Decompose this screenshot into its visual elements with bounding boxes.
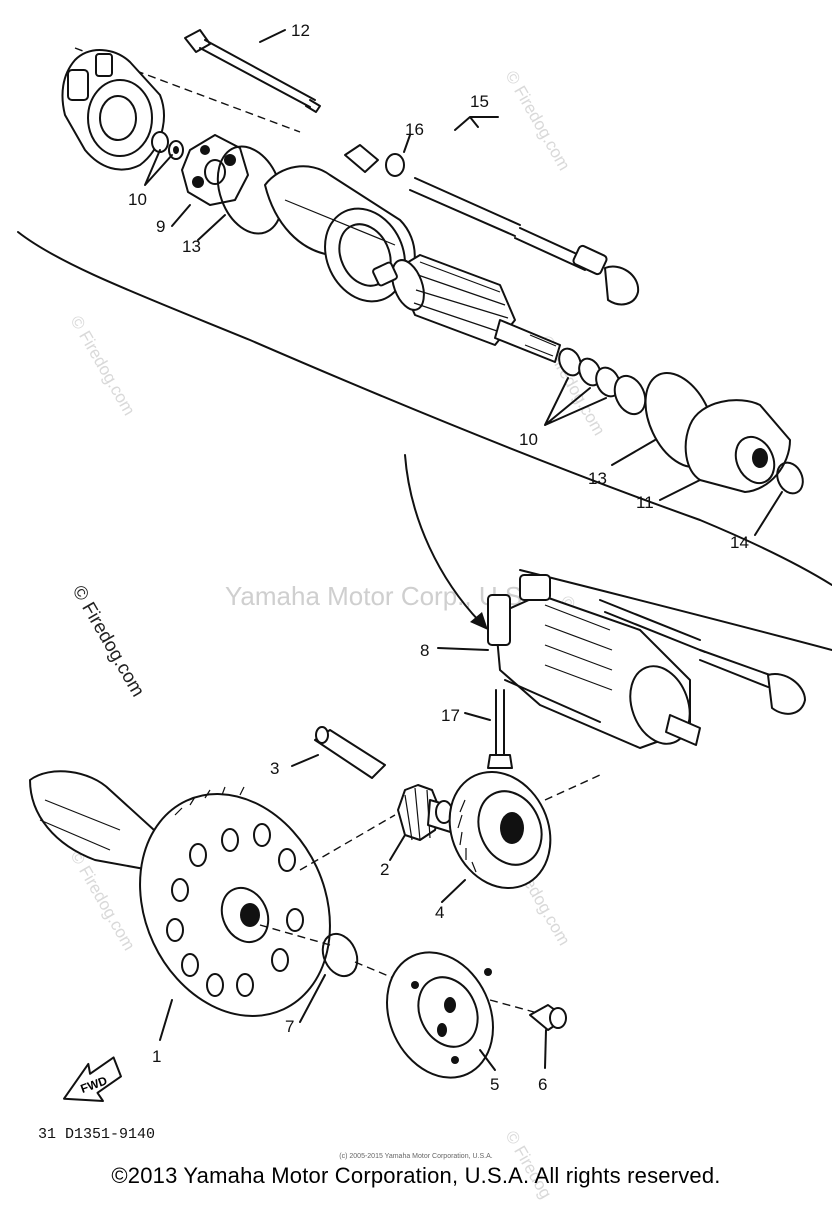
- callout-10-upper: 10: [128, 190, 147, 209]
- callout-8: 8: [420, 641, 429, 660]
- part-rear-bracket: [61, 49, 165, 171]
- leader-15-bracket: [454, 116, 499, 131]
- leader-1: [159, 999, 173, 1041]
- watermark-firedog-1: © Firedog.com: [502, 68, 574, 174]
- part-11-front-cover: [684, 399, 791, 493]
- fwd-direction-indicator: FWD: [62, 1056, 122, 1102]
- callout-14: 14: [730, 533, 749, 552]
- watermark-firedog-4: © Firedog.com: [68, 582, 149, 701]
- part-10-washers-upper: [151, 131, 184, 160]
- leader-4: [441, 879, 466, 903]
- callout-7: 7: [285, 1017, 294, 1036]
- leader-9: [171, 204, 191, 227]
- assembly-arrow-head: [470, 612, 488, 630]
- part-5-starter-clutch: [386, 951, 494, 1079]
- leader-11: [659, 479, 701, 501]
- leader-dash-motor: [544, 774, 601, 801]
- callout-11: 11: [636, 493, 654, 512]
- leader-13-upper: [197, 214, 226, 241]
- leader-7: [299, 974, 326, 1023]
- part-12-long-bolt: [184, 29, 321, 113]
- part-8-starter-motor: [487, 574, 806, 749]
- leader-3: [291, 754, 319, 767]
- callout-9: 9: [156, 217, 165, 236]
- watermark-firedog-2: © Firedog.com: [67, 313, 139, 419]
- callout-17: 17: [441, 706, 460, 725]
- part-4-starter-wheel-gear: [448, 770, 552, 890]
- part-7-circlip: [321, 932, 359, 978]
- part-1-flywheel-gear: [139, 786, 331, 1017]
- leader-2: [389, 834, 406, 861]
- small-copyright: (c) 2005-2015 Yamaha Motor Corporation, …: [339, 1153, 493, 1160]
- callout-3: 3: [270, 759, 279, 778]
- copyright-notice: ©2013 Yamaha Motor Corporation, U.S.A. A…: [111, 1163, 721, 1188]
- callout-6: 6: [538, 1075, 547, 1094]
- assembly-arrow: [404, 454, 481, 623]
- part-10-washers-lower: [558, 347, 647, 416]
- leader-12: [259, 29, 286, 43]
- part-14-snap-ring: [776, 461, 804, 495]
- part-6-bolt: [529, 1004, 567, 1031]
- leader-17: [464, 712, 491, 721]
- callout-15: 15: [470, 92, 489, 111]
- leader-13-lower: [611, 439, 656, 466]
- frame-outline-curve: [17, 231, 832, 586]
- callout-2: 2: [380, 860, 389, 879]
- callout-5: 5: [490, 1075, 499, 1094]
- leader-10-upper: [144, 149, 173, 186]
- callout-10-lower: 10: [519, 430, 538, 449]
- callout-16: 16: [405, 120, 424, 139]
- part-15-terminal-lead: [344, 144, 640, 306]
- leader-dash-clutch: [354, 961, 411, 986]
- callout-13-lower: 13: [588, 469, 607, 488]
- leader-5: [479, 1049, 496, 1071]
- leader-dash-bolt: [489, 999, 546, 1016]
- callout-13-upper: 13: [182, 237, 201, 256]
- leader-10-lower: [544, 377, 607, 426]
- callout-1: 1: [152, 1047, 161, 1066]
- leader-6: [544, 1029, 547, 1069]
- callout-4: 4: [435, 903, 444, 922]
- leader-14: [754, 491, 783, 536]
- part-code: 31 D1351-9140: [38, 1126, 156, 1143]
- part-16-nut: [385, 153, 405, 177]
- leader-16: [403, 134, 411, 153]
- part-3-shaft-pin: [314, 726, 386, 779]
- frame-outline-curve-lower: [519, 569, 832, 651]
- part-17-bolt: [487, 689, 513, 769]
- part-armature: [372, 254, 561, 363]
- leader-8: [437, 647, 489, 651]
- part-9-brush-holder: [181, 134, 249, 206]
- leader-dash-gear: [299, 814, 396, 871]
- callout-labels: 12 15 16 10 9 13 10 13 11 14 8 17 3 2 4 …: [128, 21, 749, 1094]
- callout-12: 12: [291, 21, 310, 40]
